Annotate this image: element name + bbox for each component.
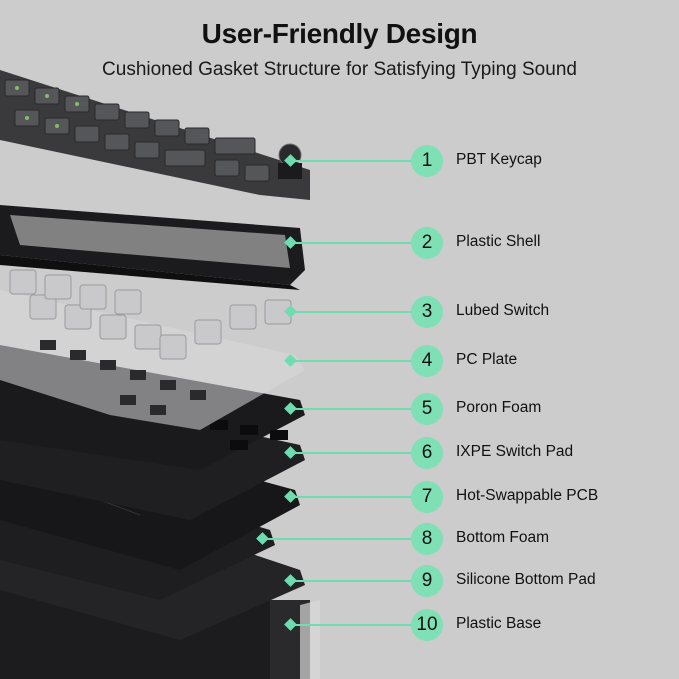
leader-line — [264, 538, 416, 540]
number-badge: 10 — [411, 609, 443, 641]
number-badge: 9 — [411, 565, 443, 597]
leader-line — [292, 580, 416, 582]
callout-silicone-bottom-pad: 9 Silicone Bottom Pad — [0, 565, 679, 597]
component-label: Plastic Shell — [456, 233, 541, 250]
component-label: Poron Foam — [456, 399, 542, 416]
component-label: PBT Keycap — [456, 151, 542, 168]
leader-line — [292, 624, 416, 626]
callout-plastic-base: 10 Plastic Base — [0, 609, 679, 641]
leader-line — [292, 360, 416, 362]
leader-line — [292, 242, 416, 244]
component-label: Plastic Base — [456, 615, 542, 632]
component-label: Bottom Foam — [456, 529, 550, 546]
number-badge: 7 — [411, 481, 443, 513]
component-label: Hot-Swappable PCB — [456, 487, 599, 504]
callout-hot-swappable-pcb: 7 Hot-Swappable PCB — [0, 481, 679, 513]
callout-ixpe-switch-pad: 6 IXPE Switch Pad — [0, 437, 679, 469]
switch-layer — [9, 269, 292, 360]
page-title: User-Friendly Design — [201, 18, 478, 49]
leader-line — [292, 496, 416, 498]
callout-poron-foam: 5 Poron Foam — [0, 393, 679, 425]
leader-line — [292, 408, 416, 410]
number-badge: 4 — [411, 345, 443, 377]
component-label: IXPE Switch Pad — [456, 443, 574, 460]
keycap-layer — [0, 70, 310, 200]
callout-pc-plate: 4 PC Plate — [0, 345, 679, 377]
number-badge: 1 — [411, 145, 443, 177]
component-label: PC Plate — [456, 351, 518, 368]
leader-line — [292, 452, 416, 454]
leader-line — [292, 160, 416, 162]
page-subtitle: Cushioned Gasket Structure for Satisfyin… — [102, 59, 577, 80]
number-badge: 2 — [411, 227, 443, 259]
number-badge: 6 — [411, 437, 443, 469]
callout-bottom-foam: 8 Bottom Foam — [0, 523, 679, 555]
leader-line — [292, 311, 416, 313]
callout-pbt-keycap: 1 PBT Keycap — [0, 145, 679, 177]
component-label: Silicone Bottom Pad — [456, 571, 596, 588]
plastic-shell-layer — [0, 205, 305, 290]
callout-lubed-switch: 3 Lubed Switch — [0, 296, 679, 328]
callout-plastic-shell: 2 Plastic Shell — [0, 227, 679, 259]
number-badge: 5 — [411, 393, 443, 425]
number-badge: 8 — [411, 523, 443, 555]
number-badge: 3 — [411, 296, 443, 328]
component-label: Lubed Switch — [456, 302, 550, 319]
